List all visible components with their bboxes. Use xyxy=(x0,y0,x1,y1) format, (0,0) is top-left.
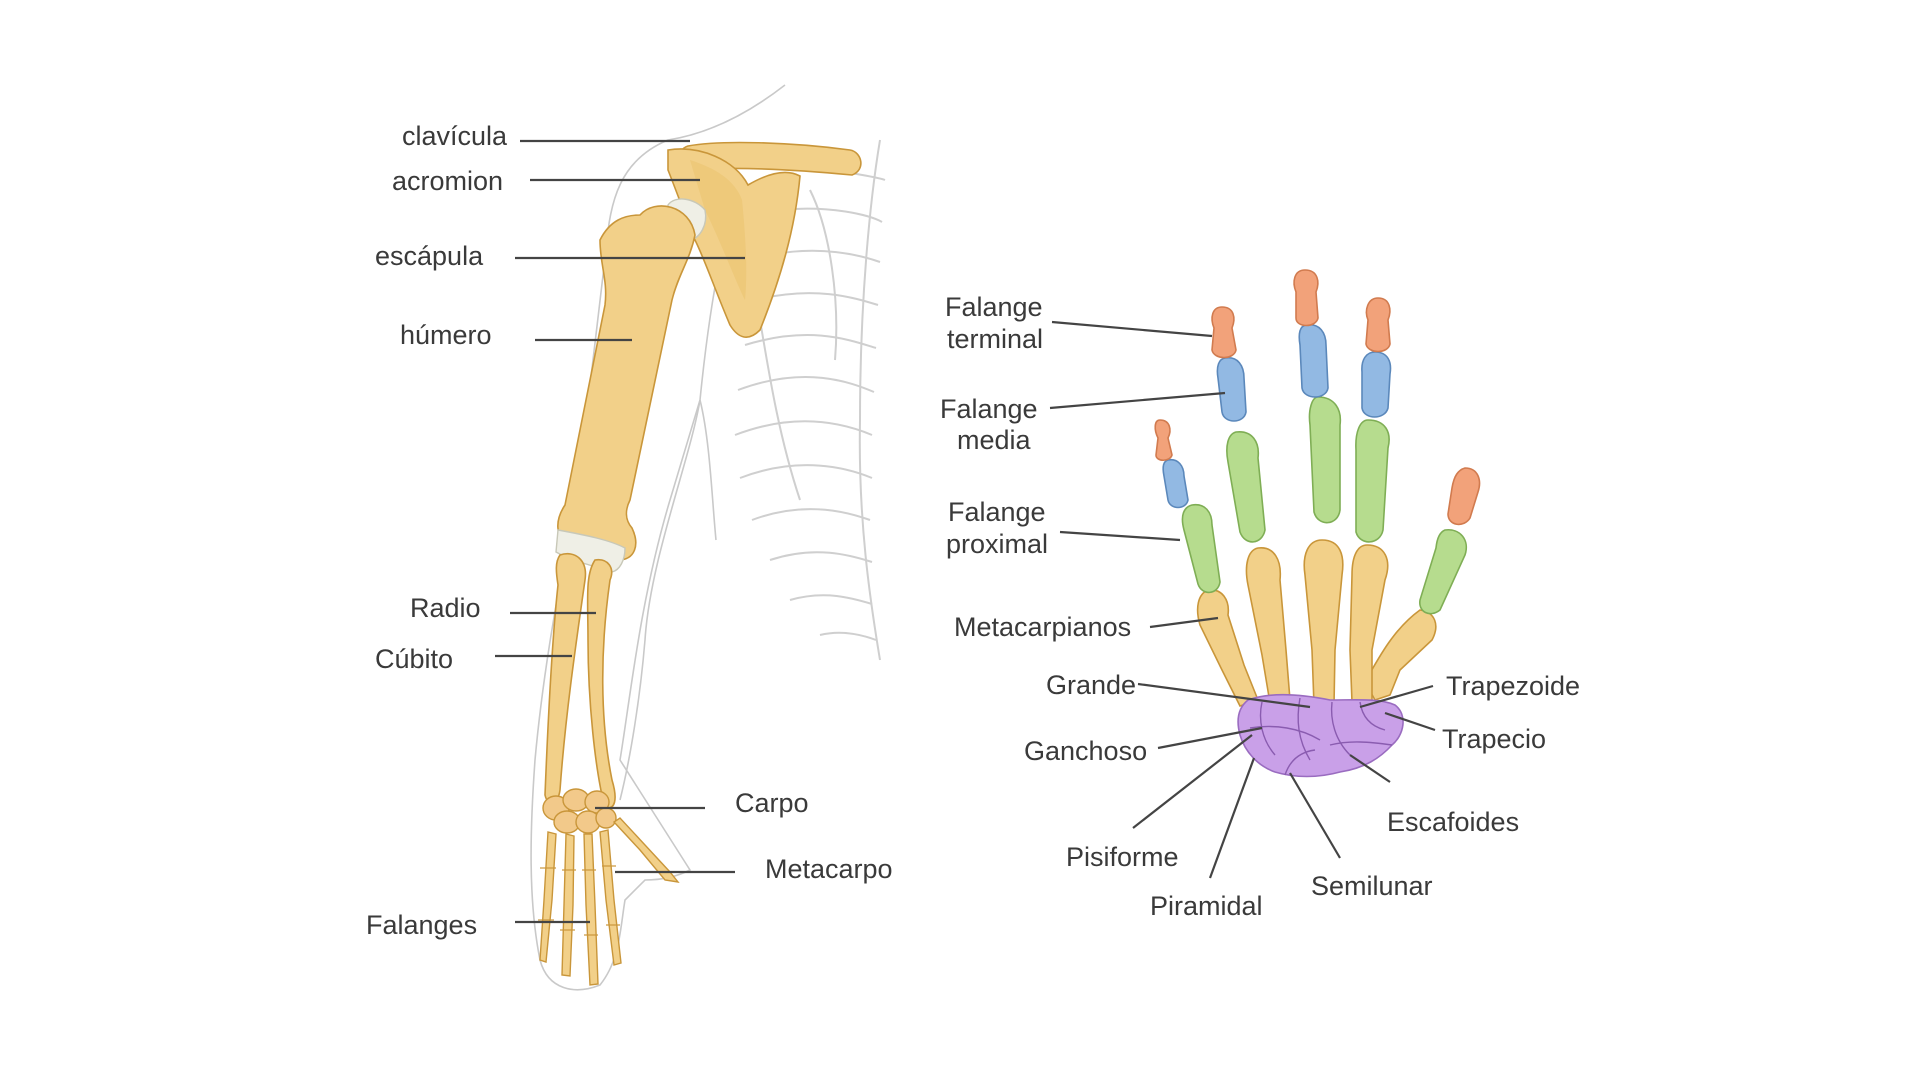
label-falange-terminal-2: terminal xyxy=(947,324,1043,354)
middle-phalanges xyxy=(1162,323,1392,509)
wrist-carpal-bones xyxy=(542,788,617,834)
label-falange-proximal-1: Falange xyxy=(948,497,1046,527)
label-cubito: Cúbito xyxy=(375,644,453,674)
label-falange-media-2: media xyxy=(957,425,1032,455)
hand-illustration: Falange terminal Falange media Falange p… xyxy=(940,269,1580,921)
radius-bone xyxy=(586,558,616,809)
label-ganchoso: Ganchoso xyxy=(1024,736,1147,766)
humerus-bone xyxy=(557,205,696,561)
proximal-phalanges xyxy=(1181,396,1467,615)
carpal-bones xyxy=(1237,693,1404,778)
label-trapezoide: Trapezoide xyxy=(1446,671,1580,701)
label-falange-media-1: Falange xyxy=(940,394,1038,424)
label-escafoides: Escafoides xyxy=(1387,807,1519,837)
label-falange-proximal-2: proximal xyxy=(946,529,1048,559)
carpal-divisions xyxy=(1249,697,1393,776)
arm-leader-lines xyxy=(495,139,745,924)
label-metacarpianos: Metacarpianos xyxy=(954,612,1131,642)
label-piramidal: Piramidal xyxy=(1150,891,1263,921)
arm-hand-bones xyxy=(539,817,680,986)
label-semilunar: Semilunar xyxy=(1311,871,1433,901)
label-acromion: acromion xyxy=(392,166,503,196)
label-grande: Grande xyxy=(1046,670,1136,700)
label-metacarpo: Metacarpo xyxy=(765,854,893,884)
label-falange-terminal-1: Falange xyxy=(945,292,1043,322)
terminal-phalanges xyxy=(1154,269,1481,526)
metacarpal-bones xyxy=(1196,539,1437,707)
label-pisiforme: Pisiforme xyxy=(1066,842,1179,872)
label-radio: Radio xyxy=(410,593,481,623)
label-carpo: Carpo xyxy=(735,788,809,818)
label-clavicula: clavícula xyxy=(402,121,508,151)
hand-leader-lines xyxy=(1049,320,1436,879)
label-escapula: escápula xyxy=(375,241,484,271)
label-trapecio: Trapecio xyxy=(1442,724,1546,754)
ulna-bone xyxy=(544,553,587,804)
arm-illustration: clavícula acromion escápula húmero Radio… xyxy=(366,84,893,991)
label-falanges: Falanges xyxy=(366,910,477,940)
arm-finger-joints xyxy=(538,865,620,936)
label-humero: húmero xyxy=(400,320,492,350)
